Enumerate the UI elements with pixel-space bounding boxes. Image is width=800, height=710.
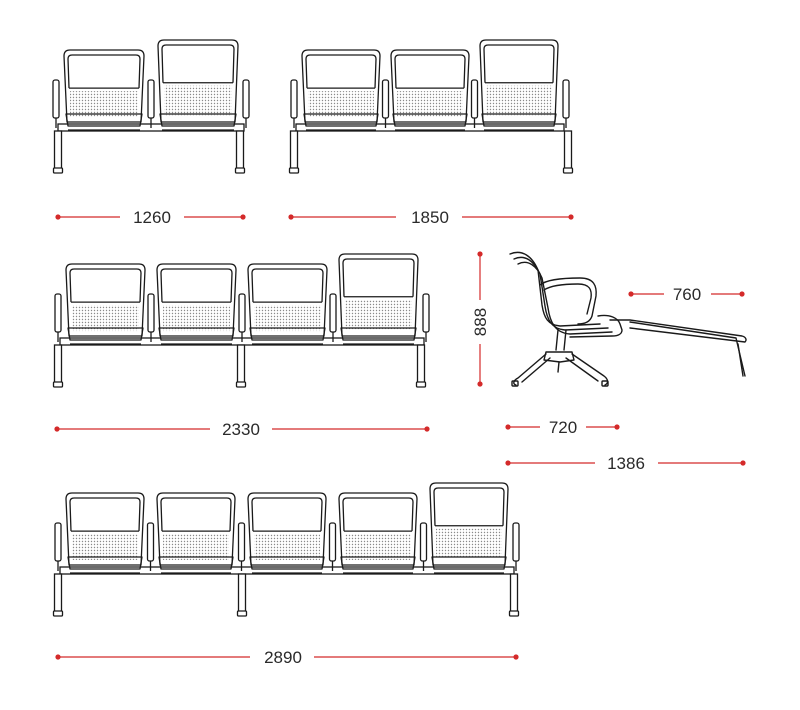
dimension-three-seat: 1850 — [288, 208, 574, 227]
bench-leg — [52, 573, 64, 617]
bench-armrest — [54, 293, 62, 342]
table-top — [157, 39, 239, 131]
bench-armrest — [147, 79, 155, 128]
dimension-five-seat: 2890 — [55, 648, 519, 667]
table-top — [479, 39, 559, 131]
bench-armrest — [512, 522, 520, 571]
bench-leg — [234, 130, 246, 174]
bench-leg — [236, 573, 248, 617]
bench-armrest — [147, 293, 155, 342]
dimension-label: 2890 — [264, 648, 302, 667]
bench-leg — [288, 130, 300, 174]
bench-seat — [390, 49, 470, 131]
dimension-height: 888 — [471, 251, 490, 387]
bench-leg — [508, 573, 520, 617]
bench-seat — [63, 49, 145, 131]
bench-armrest — [562, 79, 570, 128]
bench-seat — [247, 263, 328, 345]
bench-armrest — [242, 79, 250, 128]
bench-seat — [247, 492, 327, 574]
bench-seat — [65, 492, 145, 574]
table-top — [429, 482, 509, 574]
bench-seat — [301, 49, 381, 131]
bench-leg — [235, 344, 247, 388]
bench-armrest — [328, 522, 337, 571]
chair-side-view — [509, 251, 747, 387]
bench-armrest — [238, 293, 246, 342]
table-top — [338, 253, 419, 345]
dimension-depth-base: 720 — [505, 418, 620, 437]
bench-armrest — [237, 522, 246, 571]
bench-armrest — [54, 522, 62, 571]
dimension-label: 760 — [673, 285, 701, 304]
bench-two-seat — [52, 39, 250, 174]
bench-leg — [52, 130, 64, 174]
dimension-annotations: 1260 1850 2330 2890 888 — [54, 208, 746, 667]
dimension-label: 888 — [471, 308, 490, 336]
bench-armrest — [470, 79, 479, 128]
bench-four-seat — [52, 253, 430, 388]
dimension-label: 1386 — [607, 454, 645, 473]
dimension-four-seat: 2330 — [54, 420, 430, 439]
dimension-label: 1850 — [411, 208, 449, 227]
dimension-depth-reclined: 1386 — [505, 454, 746, 473]
dimension-label: 2330 — [222, 420, 260, 439]
bench-five-seat — [52, 482, 520, 617]
bench-armrest — [146, 522, 155, 571]
bench-armrest — [422, 293, 430, 342]
bench-armrest — [329, 293, 337, 342]
bench-three-seat — [288, 39, 574, 174]
bench-leg — [52, 344, 64, 388]
bench-armrest — [419, 522, 428, 571]
bench-seat — [156, 492, 236, 574]
bench-drawings — [52, 39, 574, 617]
dimension-label: 720 — [549, 418, 577, 437]
dimension-two-seat: 1260 — [55, 208, 246, 227]
dimension-label: 1260 — [133, 208, 171, 227]
bench-leg — [415, 344, 427, 388]
bench-leg — [562, 130, 574, 174]
bench-armrest — [290, 79, 298, 128]
bench-seat — [65, 263, 146, 345]
bench-armrest — [381, 79, 390, 128]
bench-seat — [338, 492, 418, 574]
bench-seat — [156, 263, 237, 345]
dimension-depth-side: 760 — [628, 285, 745, 304]
bench-armrest — [52, 79, 60, 128]
